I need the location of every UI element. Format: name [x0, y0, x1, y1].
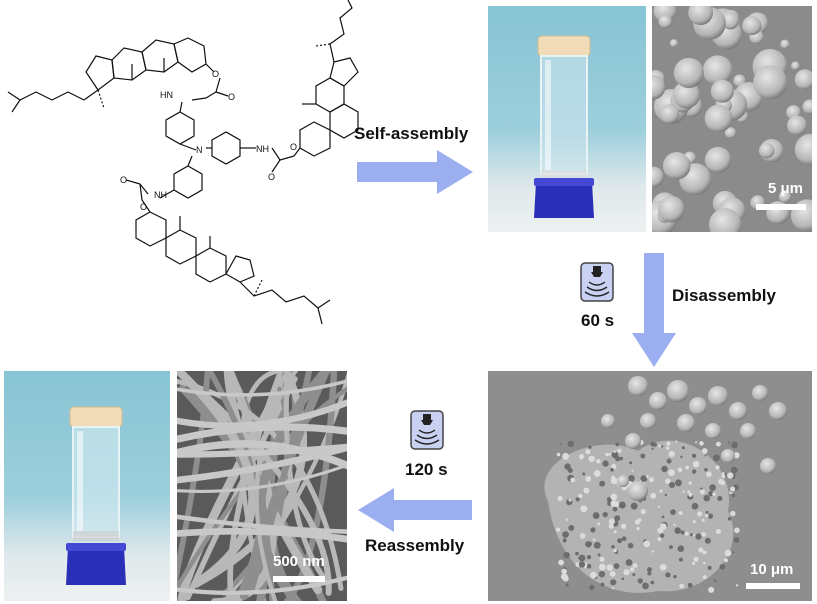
microsphere: [649, 392, 667, 410]
molecule-structure: HN O O N NH O O NH O O: [7, 0, 359, 325]
microsphere: [758, 142, 775, 159]
gel-vial-photo-bottom: [4, 371, 170, 601]
atom-label: NH: [154, 190, 167, 200]
fiber: [177, 527, 347, 543]
gel-vial-photo-top: [488, 6, 646, 232]
scale-bar: [756, 204, 806, 210]
microsphere: [705, 423, 721, 439]
microsphere: [752, 385, 768, 401]
atom-label: O: [212, 69, 219, 79]
microsphere: [628, 481, 648, 501]
fiber: [177, 379, 347, 397]
fiber: [177, 575, 347, 596]
microsphere: [724, 127, 737, 139]
microsphere: [601, 414, 615, 428]
microsphere: [708, 208, 742, 232]
microsphere: [794, 133, 812, 166]
microsphere: [753, 65, 788, 100]
sem-mixed-image: 10 μm: [488, 371, 812, 601]
fiber: [177, 399, 347, 429]
atom-label: O: [290, 142, 297, 152]
sem-fibers-image: 500 nm: [177, 371, 347, 601]
microsphere: [702, 55, 733, 86]
microsphere: [640, 413, 656, 429]
scale-bar: [746, 583, 800, 589]
microsphere: [625, 433, 641, 449]
alkyl-chain-upper-left: [19, 91, 85, 101]
microsphere: [787, 115, 807, 136]
microsphere: [672, 81, 701, 109]
microsphere: [708, 386, 728, 406]
aggregate-cluster: [544, 440, 734, 593]
microsphere: [780, 39, 790, 49]
microsphere: [802, 99, 812, 114]
microsphere: [760, 458, 776, 474]
scale-bar-label: 500 nm: [273, 553, 325, 570]
ultrasonic-bath-icon: [580, 262, 614, 302]
microsphere: [652, 75, 666, 100]
atom-label: NH: [256, 144, 269, 154]
microsphere: [794, 69, 812, 90]
fiber: [177, 463, 347, 493]
reassembly-arrow: [358, 488, 472, 532]
sem-spheres-image: 5 μm: [652, 6, 812, 232]
ultrasonic-bath-icon: [410, 410, 444, 450]
microsphere: [652, 166, 664, 188]
disassembly-time: 60 s: [581, 311, 615, 330]
microsphere: [704, 104, 733, 133]
microsphere: [688, 6, 714, 26]
microsphere: [791, 61, 800, 71]
microsphere: [657, 195, 685, 223]
microsphere: [710, 79, 734, 103]
fiber: [227, 371, 283, 601]
microsphere: [662, 152, 691, 180]
atom-label: O: [120, 175, 127, 185]
microsphere: [778, 190, 791, 203]
disassembly-label: Disassembly: [672, 286, 776, 305]
reassembly-label: Reassembly: [365, 536, 465, 555]
microsphere: [769, 402, 787, 420]
atom-label: O: [140, 202, 147, 212]
atom-label: HN: [160, 90, 173, 100]
microsphere: [673, 57, 704, 88]
microsphere: [721, 449, 735, 463]
microsphere: [729, 402, 747, 420]
atom-label: N: [196, 145, 203, 155]
microsphere: [689, 397, 707, 415]
microsphere: [669, 39, 678, 48]
microsphere: [740, 423, 756, 439]
microsphere: [742, 15, 762, 36]
microsphere: [617, 475, 629, 487]
fiber: [177, 440, 347, 470]
microsphere: [628, 376, 648, 396]
microsphere: [677, 414, 695, 432]
self-assembly-label: Self-assembly: [354, 124, 469, 143]
fiber: [177, 514, 347, 534]
reassembly-time: 120 s: [405, 460, 448, 479]
microsphere: [667, 380, 689, 402]
fiber: [177, 444, 347, 484]
microsphere: [658, 14, 672, 29]
microsphere: [659, 104, 680, 124]
atom-label: O: [268, 172, 275, 182]
self-assembly-arrow: [357, 150, 473, 194]
scale-bar: [273, 576, 325, 582]
disassembly-arrow: [632, 253, 676, 367]
fiber: [177, 423, 347, 443]
scale-bar-label: 10 μm: [750, 561, 794, 578]
fiber: [283, 371, 331, 587]
microsphere: [704, 146, 732, 173]
atom-label: O: [228, 92, 235, 102]
scale-bar-label: 5 μm: [768, 180, 804, 197]
